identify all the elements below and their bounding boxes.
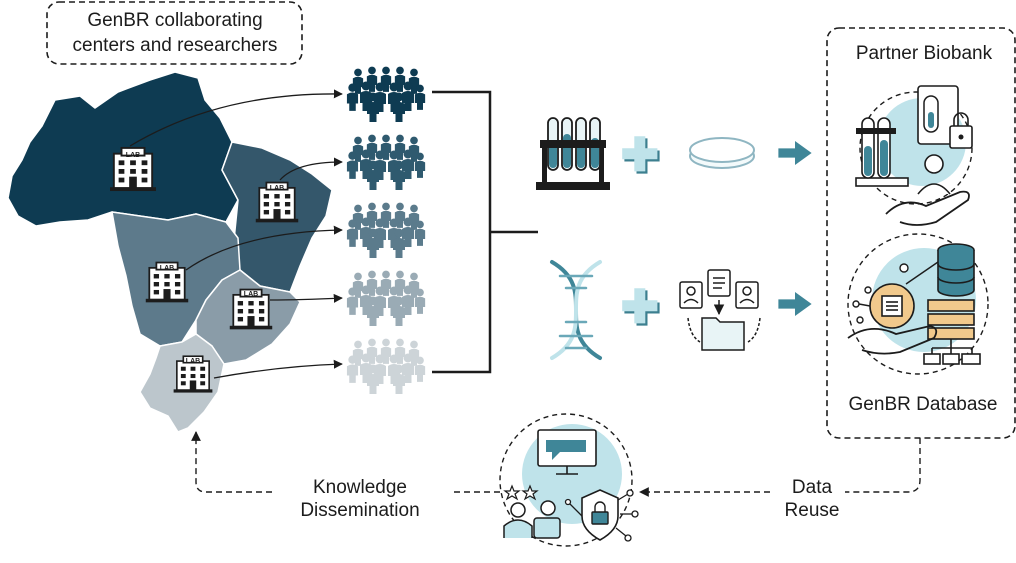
merge-bracket [432, 90, 538, 374]
lab-sign-text: LAB [270, 185, 284, 192]
lab-sign-text: LAB [186, 358, 200, 365]
dissemination-connector [191, 431, 500, 493]
people-group-icon [347, 339, 425, 394]
plus-icon [622, 136, 660, 174]
lab-sign-text: LAB [244, 291, 258, 298]
genbr-database-label: GenBR Database [849, 394, 998, 415]
petri-dish-icon [689, 137, 755, 169]
lab-sign-text: LAB [126, 152, 140, 159]
database-icon [847, 233, 989, 375]
title-line-1: GenBR collaborating [87, 10, 262, 31]
arrow-right-icon [778, 141, 812, 165]
people-group-icon [347, 271, 425, 326]
lab-building-center-west: LAB [144, 261, 190, 304]
gear-icon [869, 283, 915, 329]
lab-building-south: LAB [172, 355, 214, 394]
plus-icon [622, 288, 660, 326]
people-group-icon [347, 135, 425, 190]
knowledge-dissemination-line-1: Knowledge [313, 477, 407, 498]
arrow-curve [213, 359, 343, 379]
lab-building-southeast: LAB [228, 288, 274, 331]
partner-biobank-label: Partner Biobank [856, 43, 993, 64]
lab-sign-text: LAB [160, 265, 174, 272]
data-reuse-line-1: Data [792, 477, 833, 498]
people-group-icon [347, 67, 425, 122]
knowledge-sharing-icon [499, 413, 639, 547]
data-reuse-line-2: Reuse [785, 500, 840, 521]
lab-building-northeast: LAB [254, 181, 300, 224]
title-box: GenBR collaborating centers and research… [46, 1, 303, 65]
arrow-curve [129, 89, 343, 147]
arrow-curve [185, 225, 343, 271]
dna-icon [550, 260, 602, 360]
arrow-curve [269, 293, 343, 303]
center-to-researchers-arrows [129, 89, 343, 379]
title-line-2: centers and researchers [73, 35, 278, 56]
people-group-icon [347, 203, 425, 258]
arrow-right-icon [778, 292, 812, 316]
documents-folder-icon [679, 269, 761, 351]
knowledge-dissemination-line-2: Dissemination [300, 500, 419, 521]
lab-building-north: LAB [109, 146, 157, 192]
test-tubes-icon [536, 117, 610, 190]
biobank-icon [855, 85, 973, 226]
arrow-curve [279, 157, 343, 181]
data-reuse-connector [639, 438, 921, 497]
